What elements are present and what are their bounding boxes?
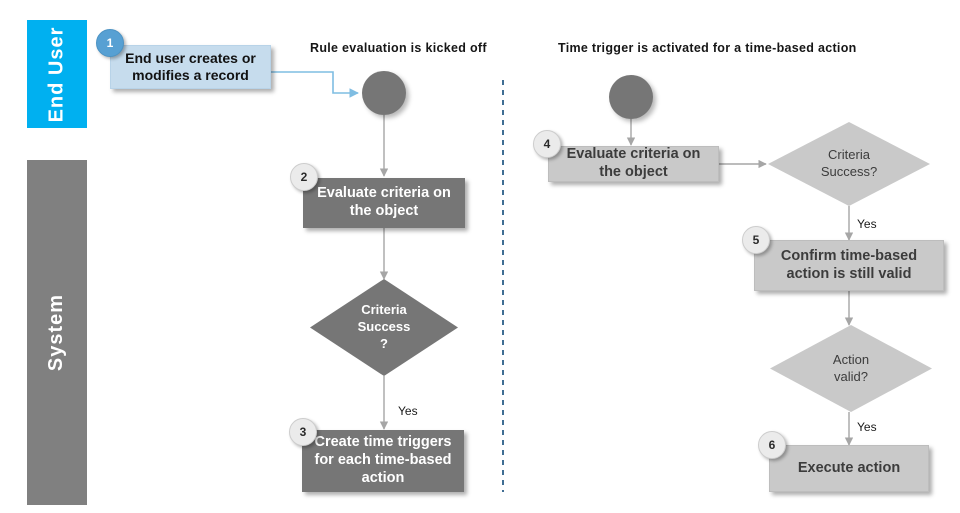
process-box-step5[interactable]: Confirm time-based action is still valid <box>754 240 944 291</box>
swimlane-system: System <box>27 160 87 505</box>
process-box-step6[interactable]: Execute action <box>769 445 929 492</box>
swimlane-label-end-user: End User <box>45 26 68 122</box>
decision-line-2: valid? <box>834 368 868 384</box>
start-node-right[interactable] <box>609 75 653 119</box>
decision-line-2: Success <box>357 319 411 335</box>
swimlane-end-user: End User <box>27 20 87 128</box>
decision-line-3: ? <box>380 335 388 351</box>
step-badge-3[interactable]: 3 <box>289 418 317 446</box>
connector-step1-to-start <box>271 71 359 98</box>
decision-label-action-valid: Action valid? <box>770 325 932 412</box>
decision-line-2: Success? <box>820 164 878 179</box>
decision-label-left: Criteria Success ? <box>310 279 458 376</box>
process-box-step3[interactable]: Create time triggers for each time-based… <box>302 430 464 492</box>
process-box-step4[interactable]: Evaluate criteria on the object <box>548 146 719 182</box>
diamond-shape <box>310 279 458 376</box>
swimlane-label-system: System <box>45 293 68 372</box>
step-badge-2[interactable]: 2 <box>290 163 318 191</box>
decision-diamond-criteria-success-left[interactable]: Criteria Success ? <box>310 279 458 376</box>
decision-label-criteria-right: Criteria Success? <box>768 122 930 206</box>
decision-line-1: Criteria <box>361 302 407 318</box>
step-badge-6[interactable]: 6 <box>758 431 786 459</box>
decision-diamond-action-valid[interactable]: Action valid? <box>770 325 932 412</box>
diamond-shape <box>770 325 932 412</box>
step-badge-5[interactable]: 5 <box>742 226 770 254</box>
decision-line-1: Action <box>832 351 870 367</box>
process-box-step1[interactable]: End user creates or modifies a record <box>110 45 271 89</box>
decision-diamond-criteria-success-right[interactable]: Criteria Success? <box>768 122 930 206</box>
start-node-left[interactable] <box>362 71 406 115</box>
heading-right: Time trigger is activated for a time-bas… <box>558 41 857 55</box>
step-badge-4[interactable]: 4 <box>533 130 561 158</box>
step-badge-1[interactable]: 1 <box>96 29 124 57</box>
heading-left: Rule evaluation is kicked off <box>310 41 487 55</box>
edge-label-yes-right-1: Yes <box>857 217 877 231</box>
process-box-step2[interactable]: Evaluate criteria on the object <box>303 178 465 228</box>
diamond-shape <box>768 122 930 206</box>
decision-line-1: Criteria <box>828 147 870 163</box>
edge-label-yes-right-2: Yes <box>857 420 877 434</box>
edge-label-yes-left: Yes <box>398 404 418 418</box>
